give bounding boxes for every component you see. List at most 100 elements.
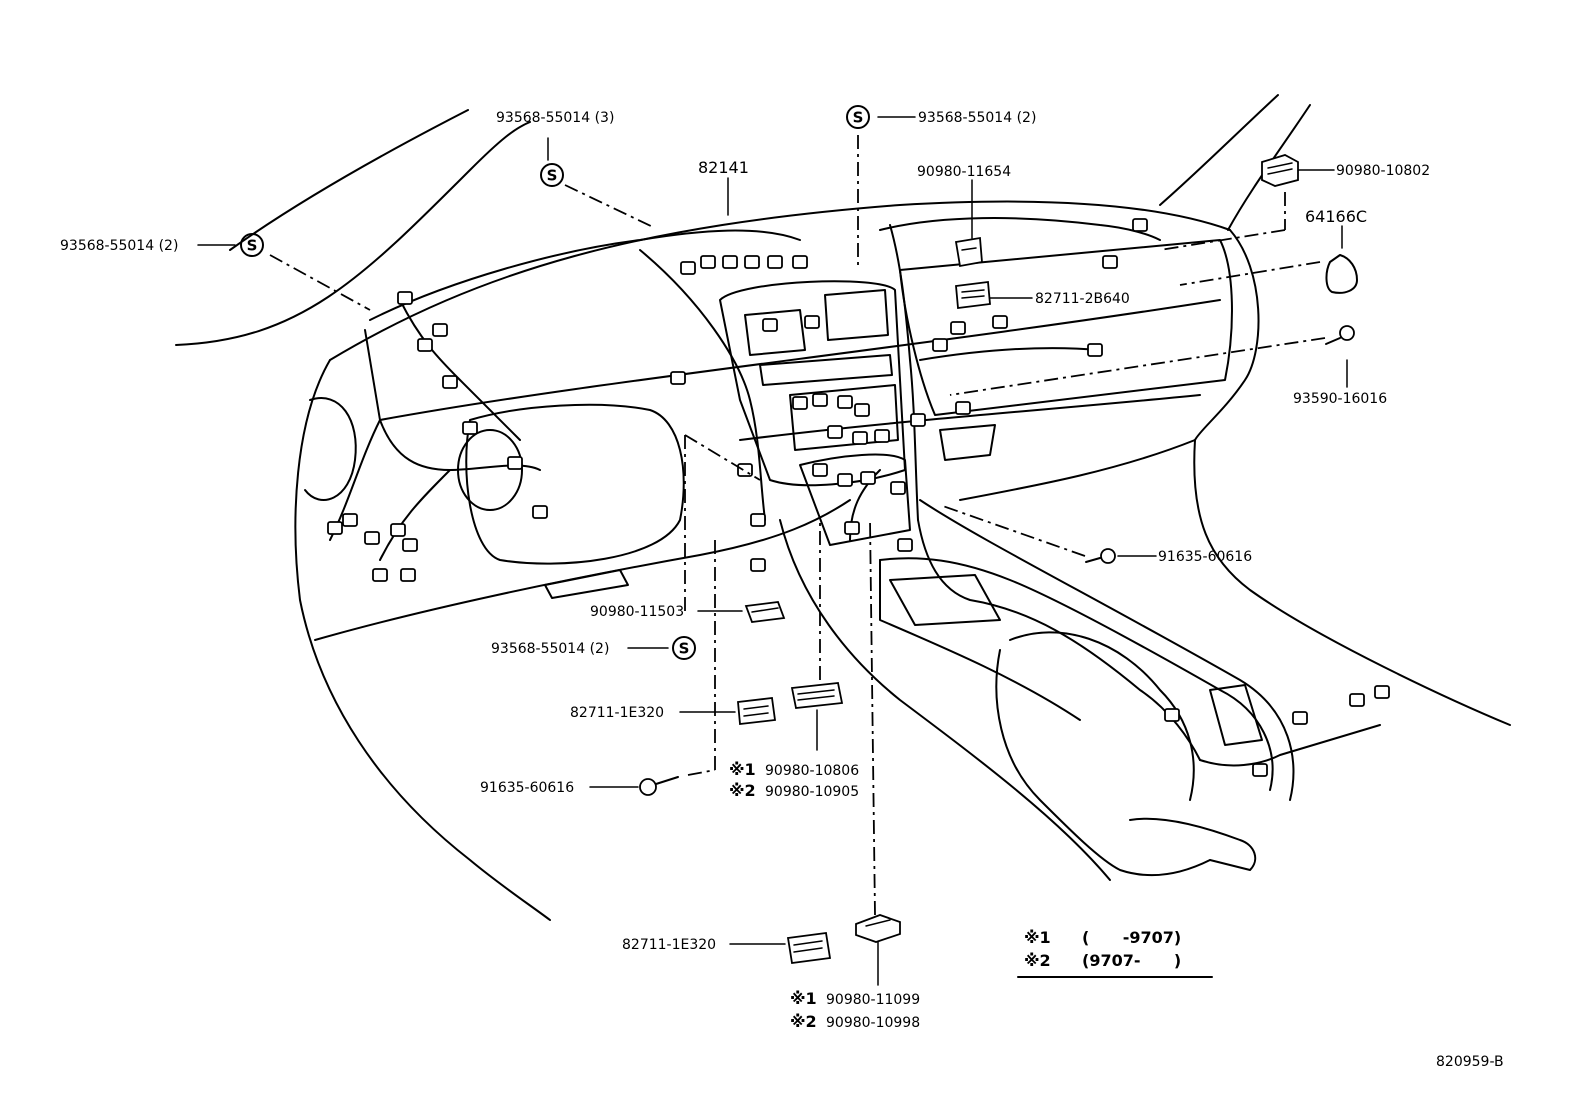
harness-connector <box>342 513 358 527</box>
harness-connector <box>762 318 778 332</box>
label-connector-10802: 90980-10802 <box>1336 163 1430 179</box>
installed-connectors <box>327 218 1390 777</box>
harness-connector <box>700 255 716 269</box>
harness-connector <box>812 393 828 407</box>
svg-text:90980-10998: 90980-10998 <box>826 1015 920 1031</box>
label-bolt-60616-right: 91635-60616 <box>1158 549 1252 565</box>
svg-text:S: S <box>547 167 558 185</box>
harness-connector <box>442 375 458 389</box>
label-bolt-60616-left: 91635-60616 <box>480 780 574 796</box>
harness-connector <box>854 403 870 417</box>
harness-connector <box>1349 693 1365 707</box>
svg-text:90980-11099: 90980-11099 <box>826 992 920 1008</box>
part-labels: 93568-55014 (3) 93568-55014 (2) 93568-55… <box>60 110 1430 953</box>
svg-text:※2: ※2 <box>729 781 756 800</box>
label-connector-11654: 90980-11654 <box>917 164 1011 180</box>
harness-connector <box>1164 708 1180 722</box>
harness-connector <box>432 323 448 337</box>
harness-connector <box>390 523 406 537</box>
clip-symbol-lower: S <box>672 636 696 660</box>
label-bolt-16016: 93590-16016 <box>1293 391 1387 407</box>
label-connector-1e320-b: 82711-1E320 <box>622 937 716 953</box>
legend: ※1 ( -9707) ※2 (9707- ) <box>1024 928 1181 970</box>
harness-connector <box>400 568 416 582</box>
harness-connector <box>827 425 843 439</box>
harness-connector <box>932 338 948 352</box>
harness-connector <box>1252 763 1268 777</box>
harness-connector <box>750 513 766 527</box>
clip-symbol-top-left: S <box>540 163 564 187</box>
connector-82711-1e320-a-sketch <box>737 697 777 725</box>
connector-90980-11654-sketch <box>954 236 983 268</box>
bolt-91635-60616-left-sketch <box>639 776 679 796</box>
harness-connector <box>874 429 890 443</box>
svg-text:※1: ※1 <box>1024 928 1051 947</box>
svg-text:※1: ※1 <box>790 989 817 1008</box>
harness-connector <box>680 261 696 275</box>
harness-connector <box>844 521 860 535</box>
leader-lines <box>197 116 1348 986</box>
svg-text:S: S <box>247 237 258 255</box>
connector-90980-11099-sketch <box>855 914 901 943</box>
harness-connector <box>804 315 820 329</box>
connector-90980-11503-sketch <box>744 601 786 623</box>
bolt-91635-60616-right-sketch <box>1085 548 1116 564</box>
harness-connector <box>750 558 766 572</box>
svg-text:※2: ※2 <box>790 1012 817 1031</box>
harness-connector <box>837 473 853 487</box>
label-connector-1e320-a: 82711-1E320 <box>570 705 664 721</box>
harness-connector <box>1292 711 1308 725</box>
svg-text:S: S <box>679 640 690 658</box>
label-clip-top-center: 93568-55014 (2) <box>918 110 1036 126</box>
harness-connector <box>792 255 808 269</box>
svg-text:S: S <box>853 109 864 127</box>
label-harness-main: 82141 <box>698 158 749 177</box>
harness-connector <box>1132 218 1148 232</box>
harness-connector <box>670 371 686 385</box>
svg-text:※1: ※1 <box>729 760 756 779</box>
svg-text:(9707- ): (9707- ) <box>1082 951 1181 970</box>
harness-connector <box>910 413 926 427</box>
label-clip-top-left: 93568-55014 (3) <box>496 110 614 126</box>
svg-text:90980-10905: 90980-10905 <box>765 784 859 800</box>
harness-connector <box>327 521 343 535</box>
label-part-64166c: 64166C <box>1305 207 1367 226</box>
harness-connector <box>837 395 853 409</box>
label-connector-2b640: 82711-2B640 <box>1035 291 1130 307</box>
harness-connector <box>860 471 876 485</box>
svg-text:※2: ※2 <box>1024 951 1051 970</box>
part-64166c-sketch <box>1325 254 1358 294</box>
connector-90980-10806-sketch <box>790 682 844 709</box>
harness-connector <box>812 463 828 477</box>
harness-connector <box>402 538 418 552</box>
harness-connector <box>507 456 523 470</box>
connector-82711-1e320-b-sketch <box>786 931 832 965</box>
connector-90980-10802-sketch <box>1261 154 1299 187</box>
harness-connector <box>722 255 738 269</box>
wire-harness <box>329 217 1381 767</box>
harness-connector <box>1374 685 1390 699</box>
connector-82711-2b640-sketch <box>955 280 991 310</box>
drawing-code: 820959-B <box>1436 1054 1504 1070</box>
bolt-93590-16016-sketch <box>1325 325 1355 345</box>
harness-connector <box>1102 255 1118 269</box>
harness-connector <box>792 396 808 410</box>
harness-connector <box>744 255 760 269</box>
harness-connector <box>955 401 971 415</box>
harness-connector <box>852 431 868 445</box>
clip-symbol-left: S <box>240 233 264 257</box>
harness-connector <box>992 315 1008 329</box>
svg-text:90980-10806: 90980-10806 <box>765 763 859 779</box>
harness-connector <box>532 505 548 519</box>
label-clip-left: 93568-55014 (2) <box>60 238 178 254</box>
label-clip-lower: 93568-55014 (2) <box>491 641 609 657</box>
harness-connector <box>897 538 913 552</box>
harness-connector <box>890 481 906 495</box>
label-connector-11503: 90980-11503 <box>590 604 684 620</box>
clip-symbol-top-center: S <box>846 105 870 129</box>
harness-connector <box>372 568 388 582</box>
harness-connector <box>364 531 380 545</box>
harness-connector <box>462 421 478 435</box>
variant-group-b: ※1 90980-11099 ※2 90980-10998 <box>790 989 920 1031</box>
